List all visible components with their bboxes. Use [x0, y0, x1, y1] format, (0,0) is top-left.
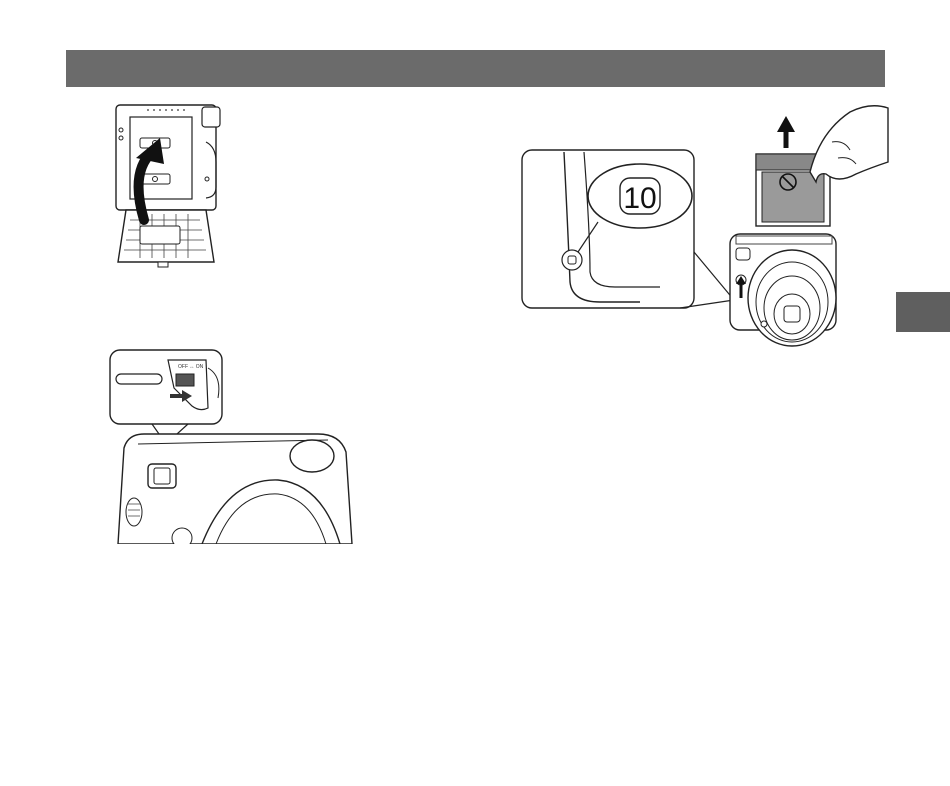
- power-switch-illustration: OFF ↔ ON: [108, 348, 356, 544]
- film-door-figure: [110, 102, 225, 270]
- film-door-open-illustration: [110, 102, 225, 270]
- power-switch-figure: OFF ↔ ON: [108, 348, 356, 544]
- film-counter-value: 10: [623, 182, 656, 215]
- power-switch-label: OFF ↔ ON: [178, 364, 204, 370]
- section-header-bar: [66, 50, 885, 87]
- film-counter-figure: 10: [520, 102, 890, 354]
- chapter-side-tab: [896, 292, 950, 332]
- film-pack-removal-illustration: 10: [520, 102, 890, 354]
